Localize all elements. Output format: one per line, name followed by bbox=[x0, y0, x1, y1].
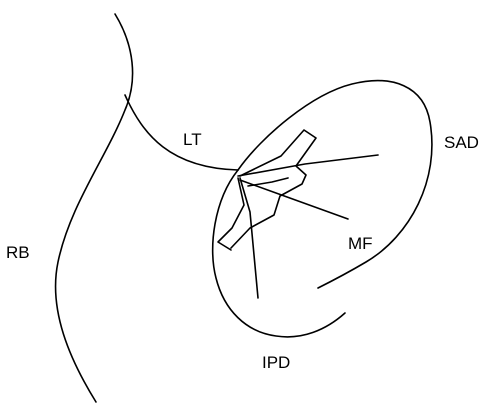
label-lt: LT bbox=[183, 130, 202, 149]
label-sad: SAD bbox=[444, 133, 479, 152]
lt-curve bbox=[125, 95, 238, 170]
branch-upper bbox=[238, 155, 378, 176]
branch-mf bbox=[240, 180, 348, 219]
label-mf: MF bbox=[348, 234, 373, 253]
label-rb: RB bbox=[6, 243, 30, 262]
sad-ipd-loop bbox=[238, 81, 432, 288]
ipd-inner-loop bbox=[213, 170, 345, 337]
rb-outline bbox=[56, 14, 133, 402]
network-lower bbox=[248, 178, 288, 186]
label-ipd: IPD bbox=[262, 353, 290, 372]
